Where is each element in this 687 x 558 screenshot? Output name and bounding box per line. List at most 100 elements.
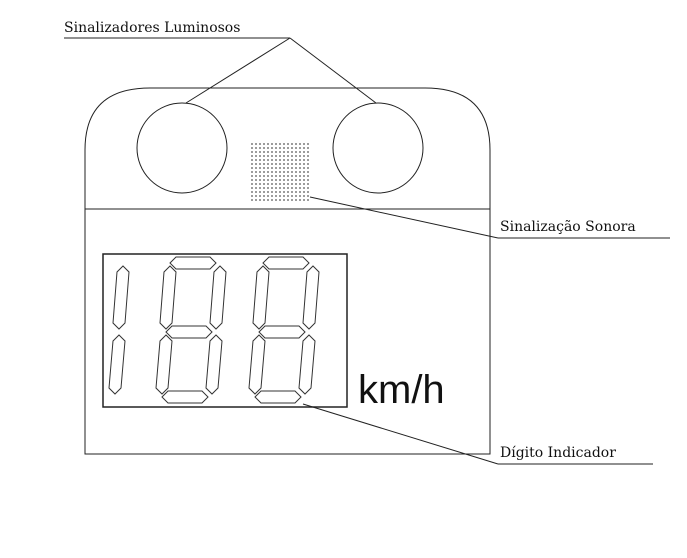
grille-dot xyxy=(287,183,289,185)
grille-dot xyxy=(303,199,305,201)
grille-dot xyxy=(291,175,293,177)
grille-dot xyxy=(275,175,277,177)
grille-dot xyxy=(283,191,285,193)
seven-segment-digits xyxy=(108,256,320,404)
grille-dot xyxy=(283,199,285,201)
digit-3-seg-a xyxy=(262,256,310,270)
grille-dot xyxy=(283,167,285,169)
grille-dot xyxy=(291,171,293,173)
grille-dot xyxy=(259,159,261,161)
grille-dot xyxy=(307,191,309,193)
digit-3-seg-f xyxy=(252,265,270,330)
grille-dot xyxy=(271,151,273,153)
grille-dot xyxy=(271,171,273,173)
grille-dot xyxy=(299,143,301,145)
digit-3-seg-c xyxy=(298,334,316,395)
grille-dot xyxy=(267,187,269,189)
digit-2-seg-a xyxy=(169,256,217,270)
grille-dot xyxy=(255,199,257,201)
grille-dot xyxy=(287,187,289,189)
grille-dot xyxy=(275,187,277,189)
grille-dot xyxy=(295,175,297,177)
grille-dot xyxy=(267,199,269,201)
grille-dot xyxy=(259,199,261,201)
leader-line-sound xyxy=(309,196,499,239)
grille-dot xyxy=(295,199,297,201)
digit-2-seg-g xyxy=(165,325,213,339)
grille-dot xyxy=(295,143,297,145)
leader-line-luminous-right xyxy=(289,37,377,104)
grille-dot xyxy=(271,167,273,169)
grille-dot xyxy=(303,171,305,173)
grille-dot xyxy=(299,195,301,197)
digit-2-seg-d xyxy=(161,390,209,404)
grille-dot xyxy=(259,147,261,149)
digit-3-seg-g xyxy=(258,325,306,339)
grille-dot xyxy=(299,191,301,193)
unit-label: km/h xyxy=(358,368,445,412)
grille-dot xyxy=(279,167,281,169)
grille-dot xyxy=(267,159,269,161)
grille-dot xyxy=(259,175,261,177)
grille-dot xyxy=(271,199,273,201)
grille-dot xyxy=(307,183,309,185)
grille-dot xyxy=(251,199,253,201)
grille-dot xyxy=(259,179,261,181)
grille-dot xyxy=(255,179,257,181)
grille-dot xyxy=(291,167,293,169)
grille-dot xyxy=(303,191,305,193)
grille-dot xyxy=(291,159,293,161)
grille-dot xyxy=(295,151,297,153)
grille-dot xyxy=(267,175,269,177)
grille-dot xyxy=(287,155,289,157)
grille-dot xyxy=(251,143,253,145)
grille-dot xyxy=(259,171,261,173)
grille-dot xyxy=(267,155,269,157)
grille-dot xyxy=(255,183,257,185)
grille-dot xyxy=(267,151,269,153)
grille-dot xyxy=(271,163,273,165)
grille-dot xyxy=(279,171,281,173)
grille-dot xyxy=(275,159,277,161)
grille-dot xyxy=(291,143,293,145)
grille-dot xyxy=(267,163,269,165)
left-light-lamp xyxy=(136,102,228,194)
grille-dot xyxy=(263,183,265,185)
grille-dot xyxy=(307,159,309,161)
grille-dot xyxy=(263,143,265,145)
grille-dot xyxy=(283,179,285,181)
grille-dot xyxy=(279,191,281,193)
grille-dot xyxy=(303,183,305,185)
grille-dot xyxy=(307,195,309,197)
label-luminous-signals: Sinalizadores Luminosos xyxy=(64,20,241,36)
grille-dot xyxy=(251,155,253,157)
grille-dot xyxy=(275,191,277,193)
grille-dot xyxy=(303,179,305,181)
grille-dot xyxy=(283,171,285,173)
grille-dot xyxy=(287,191,289,193)
grille-dot xyxy=(251,151,253,153)
grille-dot xyxy=(287,147,289,149)
grille-dot xyxy=(267,147,269,149)
grille-dot xyxy=(283,143,285,145)
grille-dot xyxy=(307,171,309,173)
grille-dot xyxy=(291,183,293,185)
right-light-lamp xyxy=(332,102,424,194)
grille-dot xyxy=(307,187,309,189)
grille-dot xyxy=(283,151,285,153)
grille-dot xyxy=(267,143,269,145)
grille-dot xyxy=(263,159,265,161)
grille-dot xyxy=(287,175,289,177)
grille-dot xyxy=(299,183,301,185)
grille-dot xyxy=(255,175,257,177)
grille-dot xyxy=(279,143,281,145)
speaker-grille xyxy=(251,143,309,201)
grille-dot xyxy=(307,155,309,157)
grille-dot xyxy=(259,183,261,185)
grille-dot xyxy=(303,187,305,189)
grille-dot xyxy=(303,163,305,165)
grille-dot xyxy=(307,179,309,181)
grille-dot xyxy=(279,183,281,185)
grille-dot xyxy=(279,159,281,161)
